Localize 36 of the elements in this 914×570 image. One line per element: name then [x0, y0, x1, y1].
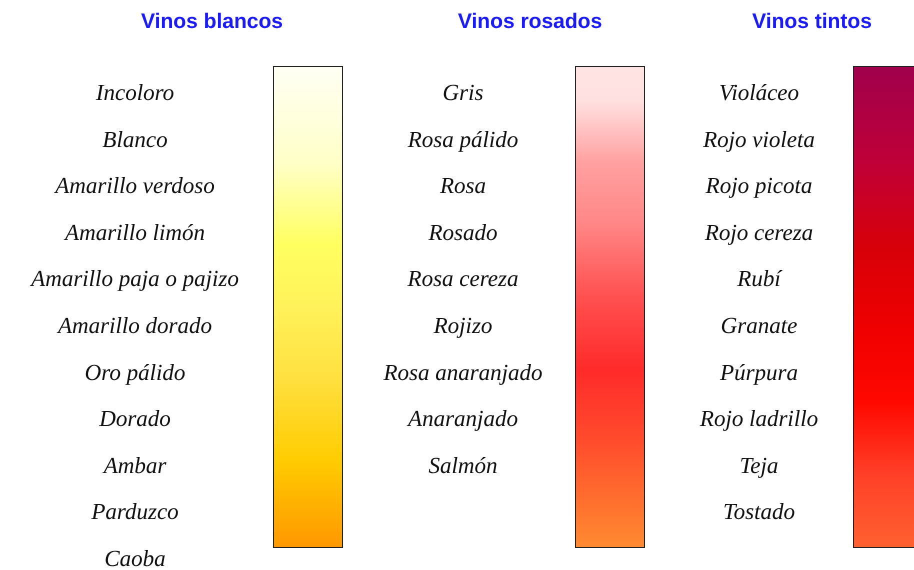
color-name: Rojo picota — [706, 172, 812, 200]
color-name: Rosa pálido — [408, 126, 518, 154]
color-name: Anaranjado — [408, 405, 518, 434]
color-name: Amarillo dorado — [58, 312, 212, 340]
color-gradient-bar — [273, 66, 343, 548]
color-name: Tostado — [722, 498, 796, 526]
color-name: Incoloro — [96, 79, 174, 107]
color-name: Parduzco — [91, 498, 179, 526]
color-name: Rojo cereza — [704, 218, 814, 247]
color-name: Amarillo paja o pajizo — [31, 265, 239, 294]
color-name: Gris — [442, 79, 484, 107]
color-name: Teja — [740, 452, 778, 480]
color-name: Ambar — [104, 452, 166, 480]
color-name: Rosa anaranjado — [383, 358, 543, 387]
color-name: Púrpura — [720, 358, 798, 387]
color-name: Oro pálido — [84, 358, 186, 387]
color-gradient-bar — [853, 66, 914, 548]
color-name: Rojizo — [434, 312, 492, 340]
color-name: Rojo ladrillo — [700, 405, 818, 434]
column-heading: Vinos tintos — [752, 10, 872, 34]
color-name: Amarillo limón — [65, 218, 205, 247]
column-heading: Vinos rosados — [458, 10, 602, 34]
color-name: Rosa — [440, 172, 486, 200]
color-name: Caoba — [104, 545, 166, 570]
color-name: Rosado — [428, 218, 498, 247]
color-name: Violáceo — [718, 79, 800, 107]
color-name: Amarillo verdoso — [55, 172, 215, 200]
color-gradient-bar — [575, 66, 645, 548]
color-name: Granate — [720, 312, 798, 340]
color-name: Dorado — [99, 405, 171, 434]
color-name: Rosa cereza — [408, 265, 518, 294]
color-name: Salmón — [428, 452, 498, 480]
column-heading: Vinos blancos — [141, 10, 283, 34]
color-name: Rojo violeta — [703, 126, 815, 154]
color-name: Rubí — [737, 265, 781, 294]
color-name: Blanco — [102, 126, 168, 154]
